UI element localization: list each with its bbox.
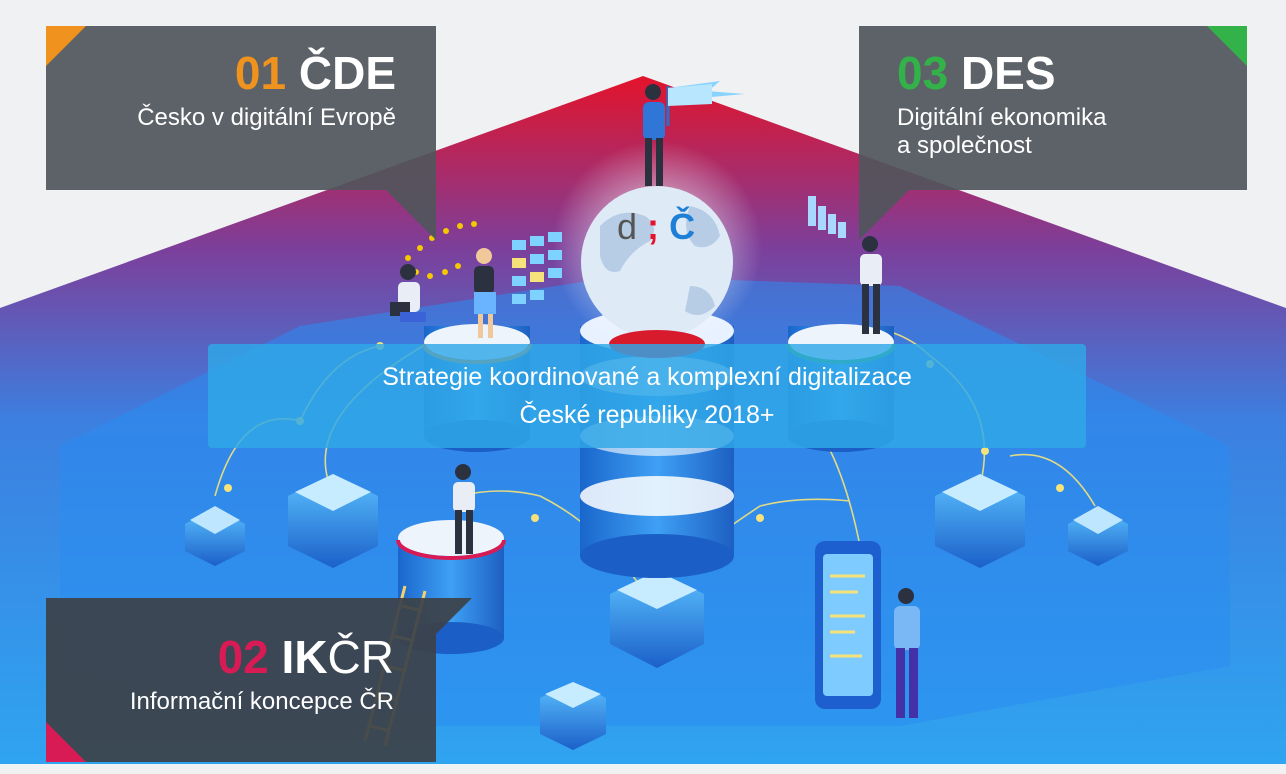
panel-ik-title: 02 IKČR <box>130 632 394 682</box>
server-icon <box>540 682 606 750</box>
strategy-banner: Strategie koordinované a komplexní digit… <box>208 344 1086 448</box>
panel-des-subtitle-1: Digitální ekonomika <box>897 104 1107 131</box>
server-icon <box>610 571 704 668</box>
server-icon <box>935 474 1025 568</box>
banner-line-1: Strategie koordinované a komplexní digit… <box>382 363 912 391</box>
panel-ik-code: IK <box>281 631 328 683</box>
panel-cde-title: 01 ČDE <box>137 48 396 98</box>
dc-logo: d ; Č <box>617 206 695 248</box>
server-icon <box>185 506 245 566</box>
panel-des-number: 03 <box>897 47 949 99</box>
panel-ik-code-regular: ČR <box>327 631 394 683</box>
person-climbing <box>453 464 475 554</box>
panel-cde: 01 ČDE Česko v digitální Evropě <box>46 26 436 240</box>
server-icon <box>288 474 378 568</box>
panel-ik-subtitle: Informační koncepce ČR <box>129 688 394 715</box>
bar-chart-icon <box>808 196 846 238</box>
banner-line-2: České republiky 2018+ <box>519 401 775 429</box>
logo-left: d <box>617 206 638 247</box>
folder-grid-icon <box>512 232 562 304</box>
panel-des-bg <box>859 26 1247 240</box>
smartphone-icon <box>815 541 881 709</box>
panel-ik-number: 02 <box>217 631 269 683</box>
person-standing-right <box>860 236 882 334</box>
panel-des-code: DES <box>960 47 1056 99</box>
eu-stars-icon <box>405 221 477 279</box>
panel-ik: 02 IKČR Informační koncepce ČR <box>46 598 472 762</box>
logo-right: Č <box>669 206 696 247</box>
flag-icon <box>666 81 745 126</box>
panel-des-subtitle-2: a společnost <box>897 132 1032 159</box>
person-phone <box>894 588 920 718</box>
panel-cde-subtitle: Česko v digitální Evropě <box>137 104 396 131</box>
panel-cde-code: ČDE <box>298 47 396 99</box>
panel-des-title: 03 DES <box>897 48 1106 98</box>
panel-cde-bg <box>46 26 436 240</box>
logo-semicolon: ; <box>647 206 660 247</box>
panel-cde-number: 01 <box>234 47 287 99</box>
server-icon <box>1068 506 1128 566</box>
person-flag <box>643 84 665 186</box>
person-laptop <box>390 264 426 322</box>
panel-ik-bg <box>46 598 472 762</box>
person-woman <box>474 248 496 338</box>
panel-des: 03 DES Digitální ekonomika a společnost <box>859 26 1247 240</box>
globe-continents <box>600 206 720 315</box>
